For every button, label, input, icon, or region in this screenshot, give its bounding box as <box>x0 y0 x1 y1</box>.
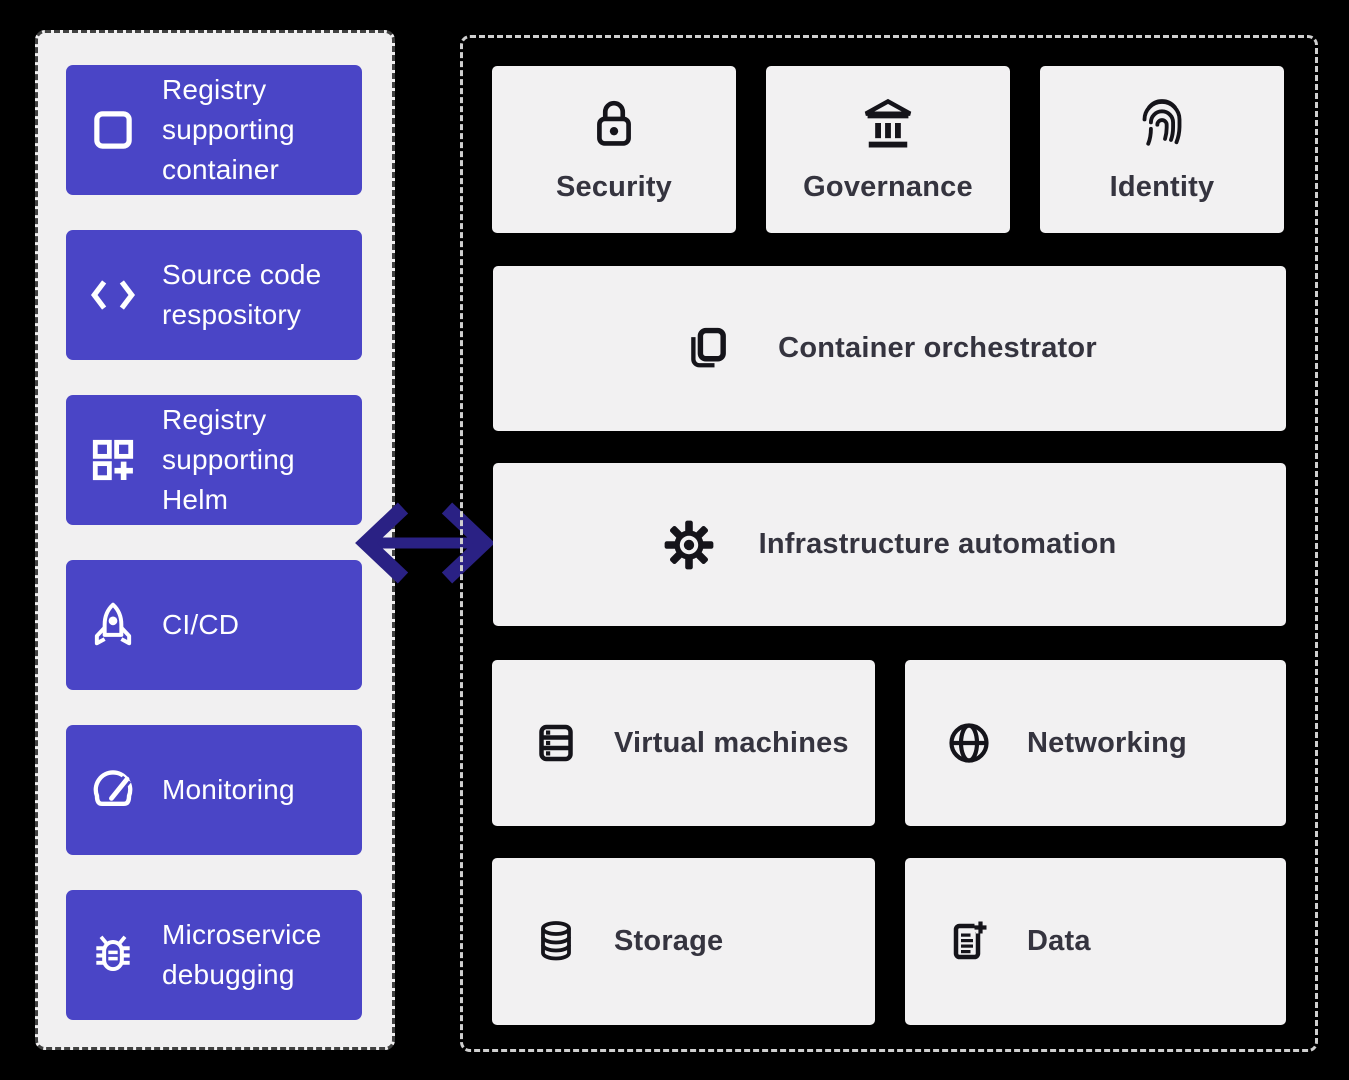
helm-registry-icon <box>92 439 134 481</box>
card-security: Security <box>492 66 736 233</box>
card-data: Data <box>905 858 1286 1025</box>
button-monitoring: Monitoring <box>66 725 362 855</box>
button-microservice-debugging: Microservice debugging <box>66 890 362 1020</box>
card-label: Security <box>555 171 673 203</box>
code-icon <box>90 280 136 310</box>
lock-icon <box>597 100 631 146</box>
rocket-icon <box>94 602 132 646</box>
fingerprint-icon <box>1142 99 1182 146</box>
button-registry-supporting-helm: Registry supporting Helm <box>66 395 362 525</box>
card-label: Virtual machines <box>614 726 849 759</box>
server-icon <box>539 724 573 762</box>
globe-icon <box>949 723 989 763</box>
card-storage: Storage <box>492 858 875 1025</box>
gauge-icon <box>93 770 133 807</box>
button-label: Monitoring <box>162 773 295 805</box>
button-source-code-repository: Source code respository <box>66 230 362 360</box>
container-registry-icon <box>94 111 132 149</box>
card-governance: Governance <box>766 66 1010 233</box>
card-label: Identity <box>1109 171 1215 203</box>
button-label: Microservice debugging <box>162 918 322 990</box>
card-label: Networking <box>1027 726 1187 759</box>
gear-icon <box>664 520 713 569</box>
button-label: Registry supporting Helm <box>162 403 295 516</box>
card-label: Storage <box>614 925 724 957</box>
card-label: Governance <box>803 171 973 203</box>
bidirectional-arrow <box>355 502 495 584</box>
platform-services-panel: Security Governance Identity Contain <box>460 35 1318 1052</box>
card-virtual-machines: Virtual machines <box>492 660 875 826</box>
document-plus-icon <box>953 921 987 959</box>
button-label: CI/CD <box>162 608 240 640</box>
button-label: Registry supporting container <box>162 73 295 186</box>
card-infrastructure-automation: Infrastructure automation <box>493 463 1286 626</box>
card-identity: Identity <box>1040 66 1284 233</box>
developer-tools-panel: Registry supporting container Source cod… <box>35 30 395 1050</box>
card-networking: Networking <box>905 660 1286 826</box>
button-label: Source code respository <box>162 258 322 330</box>
bug-icon <box>96 935 130 972</box>
stacked-containers-icon <box>691 327 727 367</box>
button-registry-supporting-container: Registry supporting container <box>66 65 362 195</box>
card-label: Data <box>1027 925 1091 957</box>
button-ci-cd: CI/CD <box>66 560 362 690</box>
card-container-orchestrator: Container orchestrator <box>493 266 1286 431</box>
card-label: Container orchestrator <box>778 332 1097 364</box>
bank-icon <box>864 98 912 148</box>
card-label: Infrastructure automation <box>758 528 1117 560</box>
database-icon <box>541 920 571 960</box>
